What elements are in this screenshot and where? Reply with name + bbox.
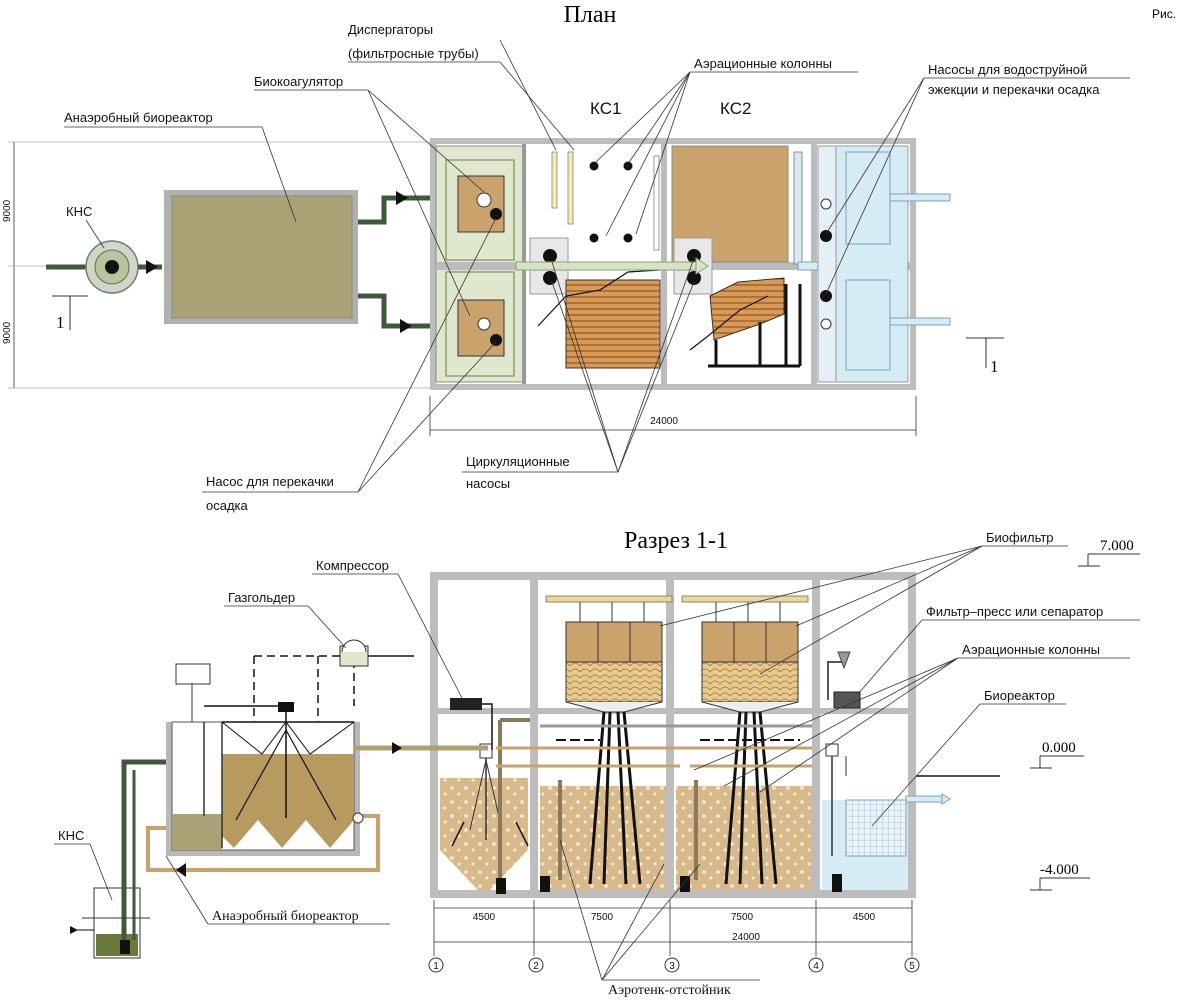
axis-1: 1 [433,961,439,972]
ks2-label: КС2 [720,99,751,118]
biofilter-2-section [701,621,799,663]
span-total: 24000 [732,932,760,943]
pumps-label-2: эжекции и перекачки осадка [928,82,1100,97]
dim-height-top: 9000 [2,199,13,222]
ks1-label: КС1 [590,99,621,118]
level-zero: 0.000 [1042,740,1076,756]
bioreactor-label: Биореактор [984,688,1055,703]
pump-compartment-plan [835,145,909,383]
section-title: Разрез 1-1 [624,528,728,554]
ks2-biofilter-plan [709,277,785,341]
anaerobic-bioreactor-section [222,754,354,848]
ks1-biofilter-plan [565,279,661,369]
dim-height-bottom: 9000 [2,321,13,344]
biocoagulator-label: Биокоагулятор [254,74,343,89]
aeration-columns-label-section: Аэрационные колонны [962,642,1100,657]
axis-3: 3 [669,961,675,972]
aeration-columns-label-plan: Аэрационные колонны [694,56,832,71]
axis-4: 4 [813,961,819,972]
biofilter-label: Биофильтр [986,530,1054,545]
section-mark-left: 1 [56,313,65,332]
span-4: 4500 [853,912,876,923]
plan-title: План [564,2,617,28]
anaerobic-bioreactor-label-section: Анаэробный биореактор [212,909,359,924]
compressor-label: Компрессор [316,558,389,573]
biofilter-1-section [565,621,663,663]
span-2: 7500 [591,912,614,923]
figure-label: Рис. [1152,7,1176,21]
plan-view: 9000 9000 1 КНС Анаэробный биореактор [2,22,1130,513]
section-mark-right: 1 [990,357,999,376]
section-view: 7.000 0.000 -4.000 4500 7500 7500 4500 2… [54,530,1140,998]
compressor [450,698,482,710]
dispergators-label-1: Диспергаторы [348,22,433,37]
filter-press [833,691,861,709]
axis-5: 5 [909,961,915,972]
anaerobic-bioreactor-label-plan: Анаэробный биореактор [64,110,213,125]
circulation-pumps-label-2: насосы [466,476,510,491]
sludge-pump-label-1: Насос для перекачки [206,474,334,489]
aerotank-label: Аэротенк-отстойник [608,983,731,998]
pumps-label-1: Насосы для водоструйной [928,62,1087,77]
axis-2: 2 [533,961,539,972]
sludge-pump-label-2: осадка [206,498,249,513]
dim-width-plan: 24000 [650,416,678,427]
anaerobic-bioreactor-plan [171,195,353,319]
span-3: 7500 [731,912,754,923]
gasholder-label: Газгольдер [228,590,295,605]
filter-press-label: Фильтр–пресс или сепаратор [926,604,1103,619]
kns-label-plan: КНС [66,204,92,219]
circulation-pumps-label-1: Циркуляционные [466,454,570,469]
level-top: 7.000 [1100,538,1134,554]
dispergators-label-2: (фильтросные трубы) [348,46,479,61]
kns-label-section: КНС [58,828,84,843]
level-bottom: -4.000 [1040,862,1079,878]
span-1: 4500 [473,912,496,923]
